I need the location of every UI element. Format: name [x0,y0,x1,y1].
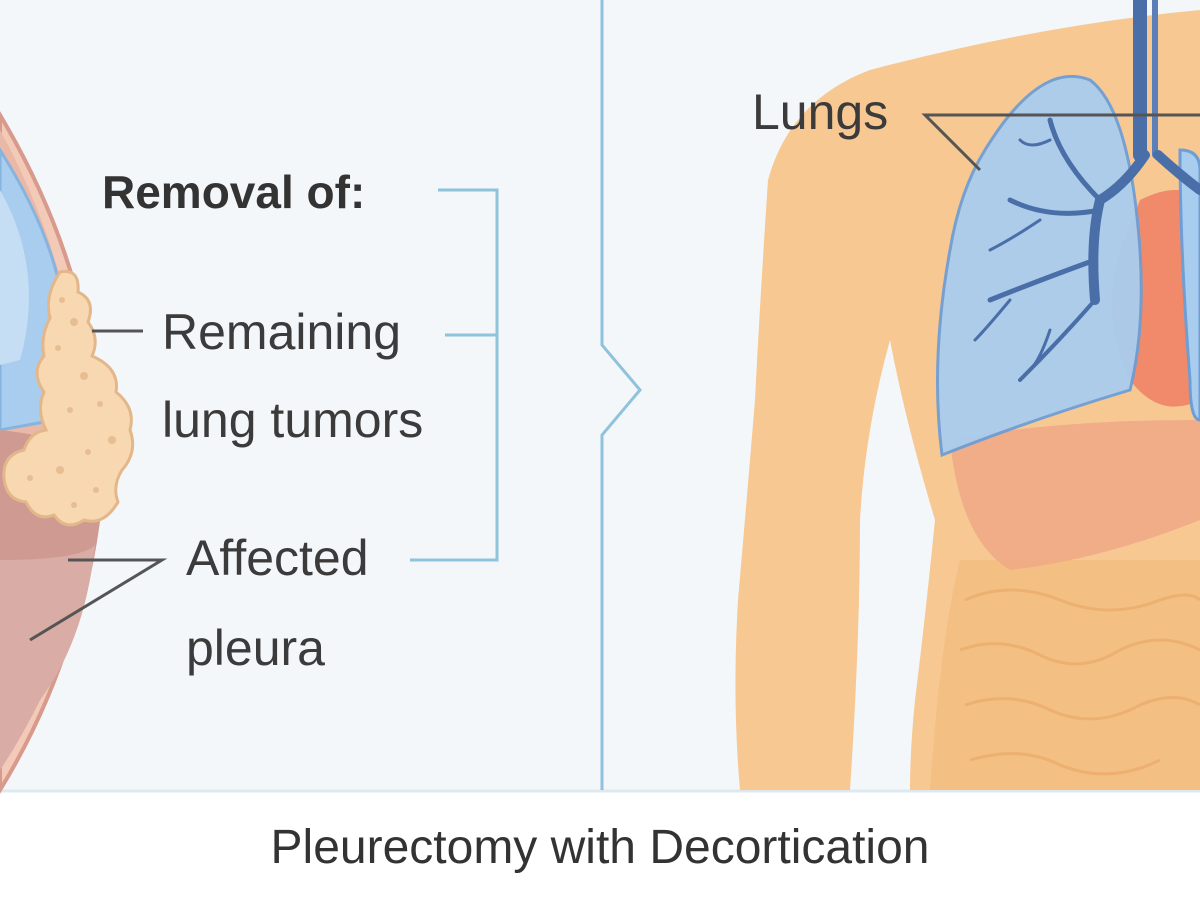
pleura-label-line1: Affected [186,530,369,586]
pleura-leader-lines [29,558,168,642]
intestines [959,588,1200,776]
bronchial-tree [973,0,1200,382]
pleura-label-line2: pleura [186,620,325,676]
removal-heading: Removal of: [102,166,366,218]
liver [950,420,1200,570]
tumor-label-line1: Remaining [162,304,402,360]
figure-caption: Pleurectomy with Decortication [270,821,930,874]
lungs-leader-lines [921,113,1200,172]
lung [936,74,1143,458]
panel-divider [600,0,642,790]
tumor-label-line2: lung tumors [162,392,424,448]
removal-bracket [410,188,499,562]
zoomed-chest-illustration [0,111,499,794]
tumor-cluster [2,269,135,527]
torso-illustration [735,0,1200,790]
lungs-label: Lungs [752,84,889,140]
